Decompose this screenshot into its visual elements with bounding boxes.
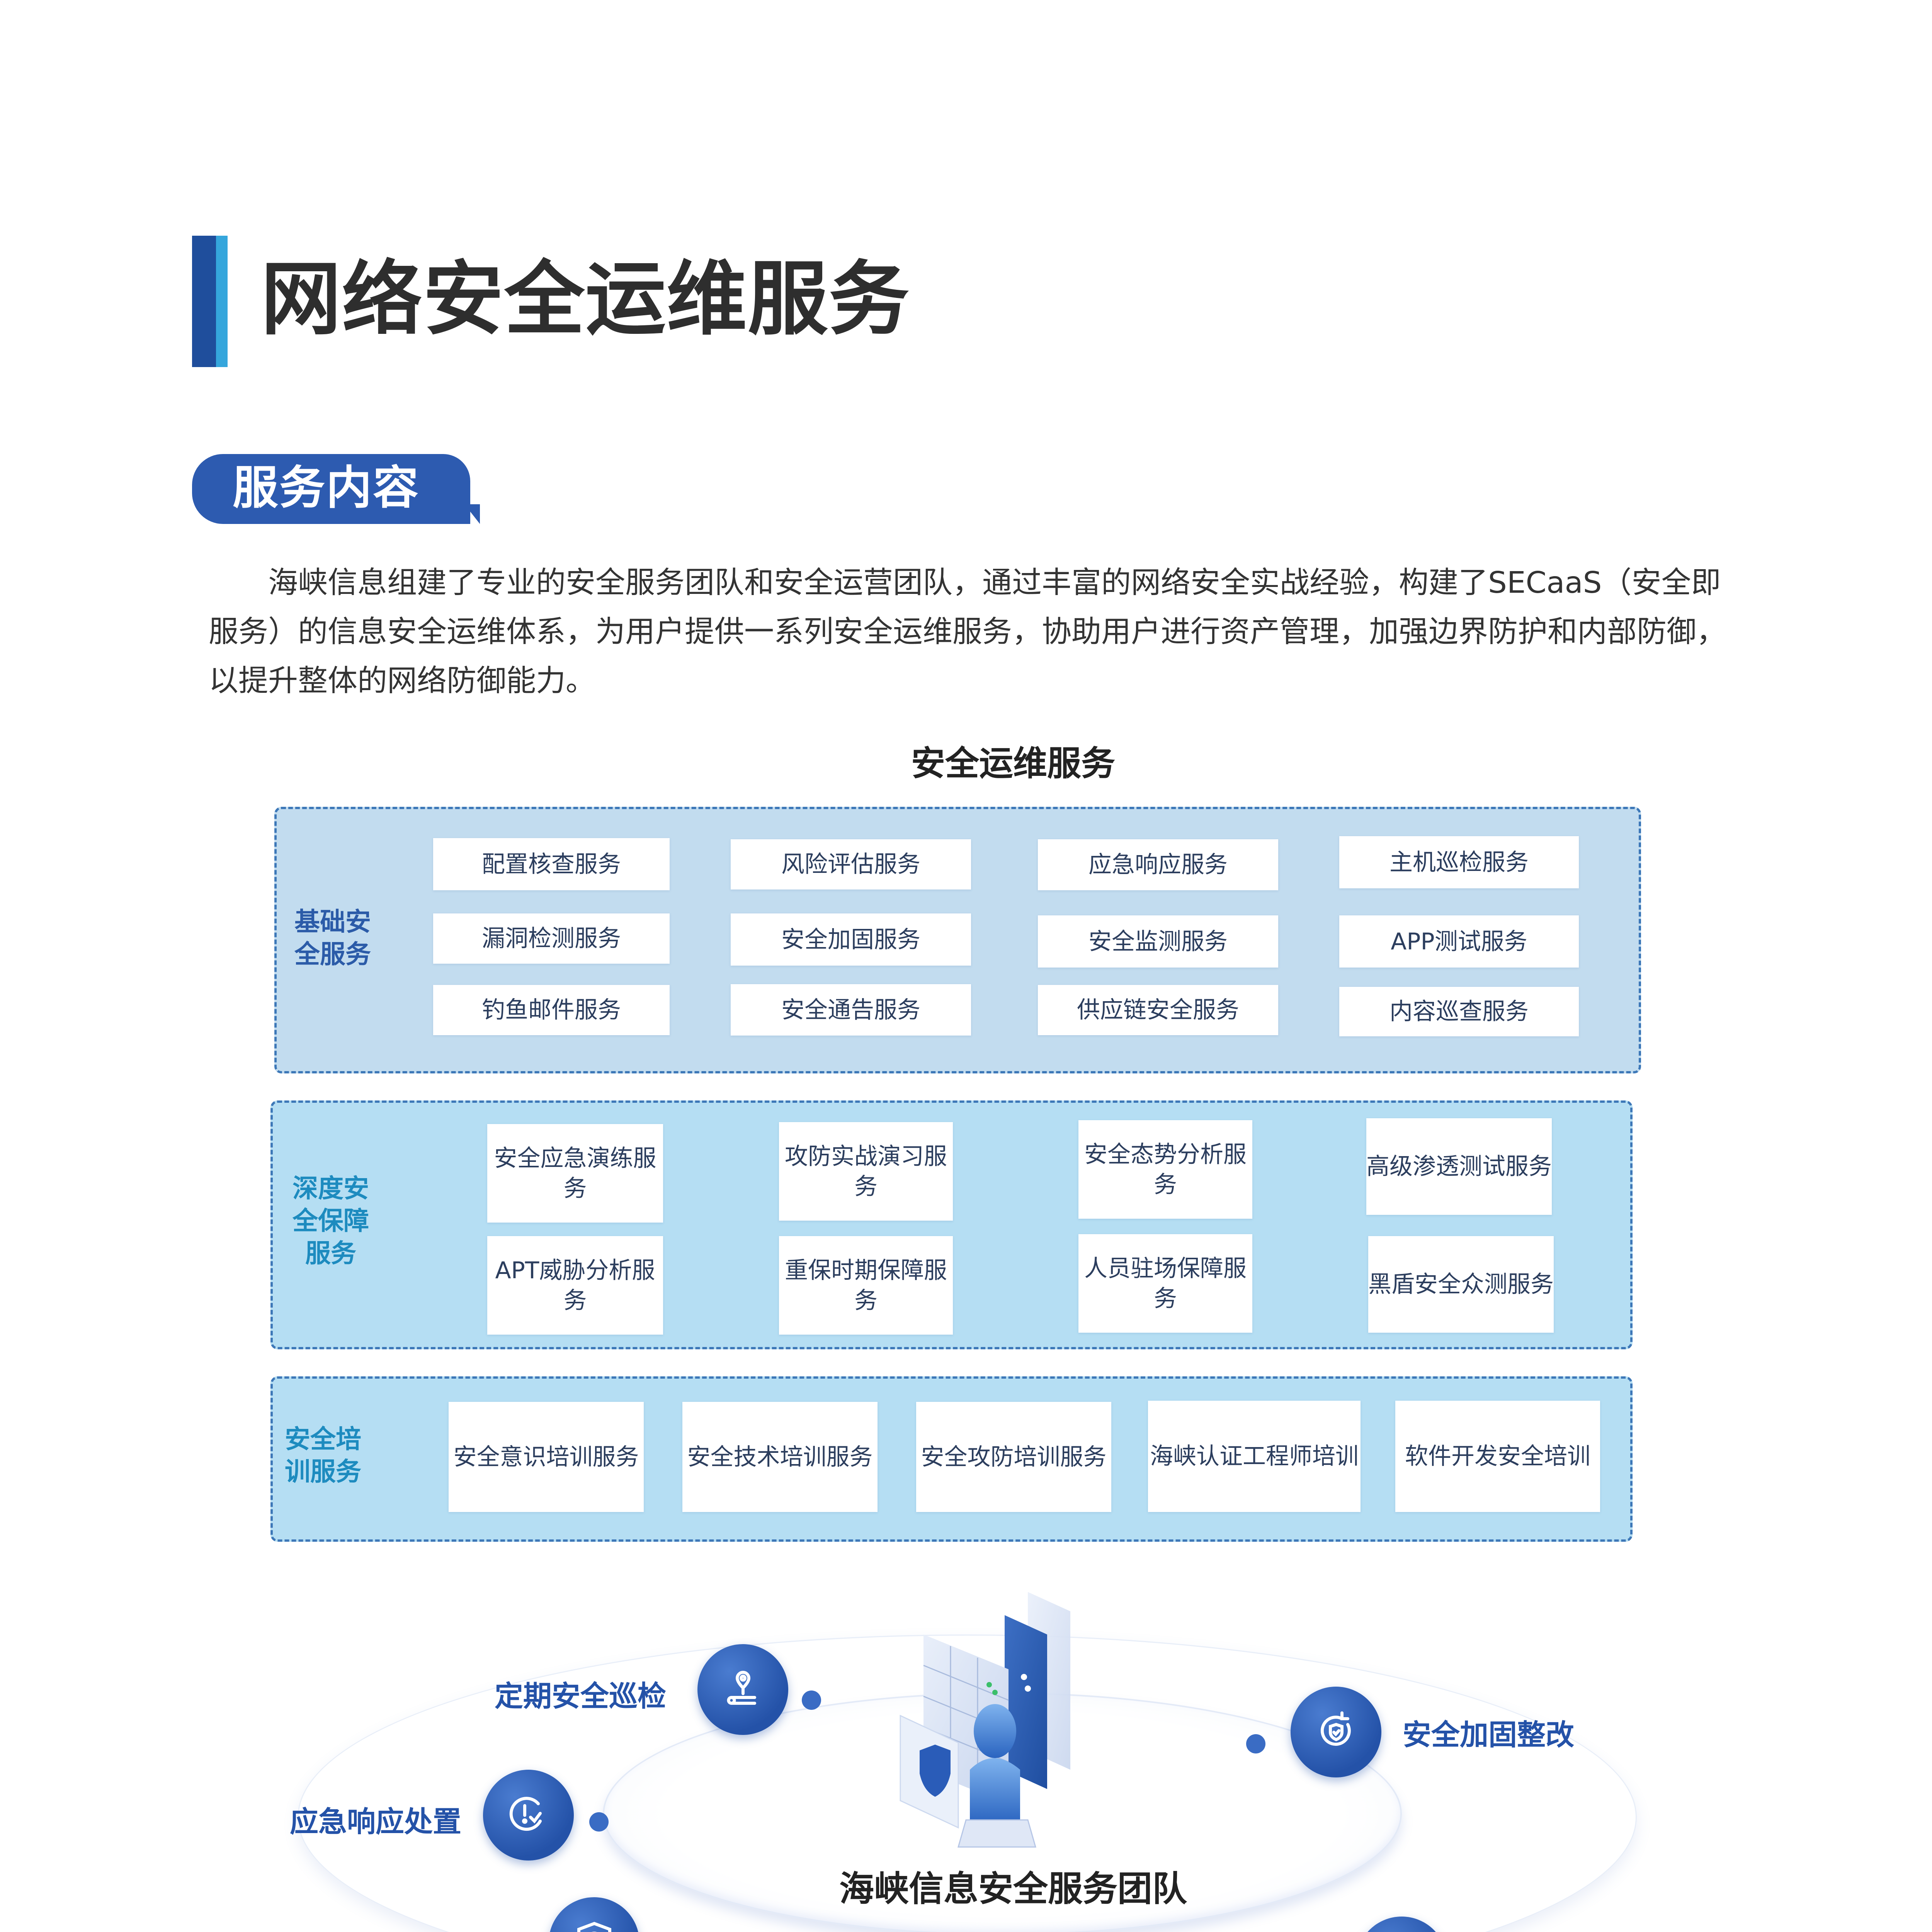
- ring-dot: [589, 1812, 609, 1832]
- service-card: 安全监测服务: [1038, 915, 1278, 968]
- service-card: 安全意识培训服务: [449, 1402, 644, 1512]
- service-card: 安全通告服务: [731, 984, 971, 1036]
- block-label: 安全培训服务: [285, 1424, 361, 1486]
- service-card: 漏洞检测服务: [433, 913, 670, 964]
- ring-node-label: 安全加固整改: [1403, 1718, 1574, 1752]
- ring-dot: [802, 1690, 821, 1710]
- service-content-paragraph: 海峡信息组建了专业的安全服务团队和安全运营团队，通过丰富的网络安全实战经验，构建…: [209, 558, 1747, 706]
- service-card: 安全攻防培训服务: [916, 1402, 1111, 1512]
- block-deep-security-assurance: 深度安全保障服务 安全应急演练服务 攻防实战演习服务 安全态势分析服务 高级渗透…: [270, 1100, 1633, 1349]
- service-card: 应急响应服务: [1038, 839, 1278, 890]
- block-basic-security-services: 基础安全服务 配置核查服务 风险评估服务 应急响应服务 主机巡检服务 漏洞检测服…: [274, 807, 1641, 1073]
- service-card: 重保时期保障服务: [779, 1236, 953, 1335]
- alert-check-icon: [483, 1770, 574, 1861]
- service-card: 海峡认证工程师培训: [1148, 1401, 1361, 1512]
- service-card: APT威胁分析服务: [487, 1236, 663, 1335]
- service-card: 风险评估服务: [731, 839, 971, 889]
- location-pin-icon: [697, 1644, 788, 1735]
- service-card: 软件开发安全培训: [1395, 1401, 1600, 1512]
- service-card: 安全态势分析服务: [1078, 1120, 1252, 1219]
- service-content-text: 海峡信息组建了专业的安全服务团队和安全运营团队，通过丰富的网络安全实战经验，构建…: [209, 566, 1726, 698]
- ring-dot: [1246, 1734, 1265, 1753]
- firewall-team-illustration: [900, 1592, 1070, 1848]
- ring-center-label: 海峡信息安全服务团队: [839, 1869, 1187, 1909]
- service-card: 安全应急演练服务: [487, 1124, 663, 1223]
- service-card: 攻防实战演习服务: [779, 1122, 953, 1221]
- diagram-title: 安全运维服务: [911, 743, 1115, 783]
- service-card: 人员驻场保障服务: [1078, 1234, 1252, 1333]
- service-card: 安全加固服务: [731, 913, 971, 966]
- section-heading-background: [192, 454, 470, 524]
- page-title: 网络安全运维服务: [261, 253, 910, 346]
- ring-node-label: 定期安全巡检: [495, 1680, 666, 1713]
- service-card: 内容巡查服务: [1339, 987, 1579, 1036]
- title-accent-bar: [192, 236, 228, 367]
- service-card: 主机巡检服务: [1339, 836, 1579, 888]
- section-heading-tail: [464, 504, 480, 524]
- service-card: 配置核查服务: [433, 838, 670, 890]
- service-card: APP测试服务: [1339, 915, 1579, 968]
- section-heading-service-content: 服务内容: [192, 454, 480, 524]
- section-heading-label: 服务内容: [233, 461, 420, 514]
- service-card: 钓鱼邮件服务: [433, 985, 670, 1035]
- shield-refresh-icon: [1291, 1687, 1381, 1777]
- block-security-training: 安全培训服务 安全意识培训服务 安全技术培训服务 安全攻防培训服务 海峡认证工程…: [270, 1376, 1633, 1542]
- service-card: 高级渗透测试服务: [1366, 1118, 1552, 1215]
- service-card: 黑盾安全众测服务: [1368, 1236, 1554, 1333]
- block-label: 深度安全保障服务: [293, 1173, 369, 1268]
- service-card: 供应链安全服务: [1038, 985, 1278, 1035]
- ring-node-label: 应急响应处置: [290, 1805, 461, 1838]
- service-card: 安全技术培训服务: [682, 1402, 878, 1512]
- block-label: 基础安全服务: [294, 907, 371, 969]
